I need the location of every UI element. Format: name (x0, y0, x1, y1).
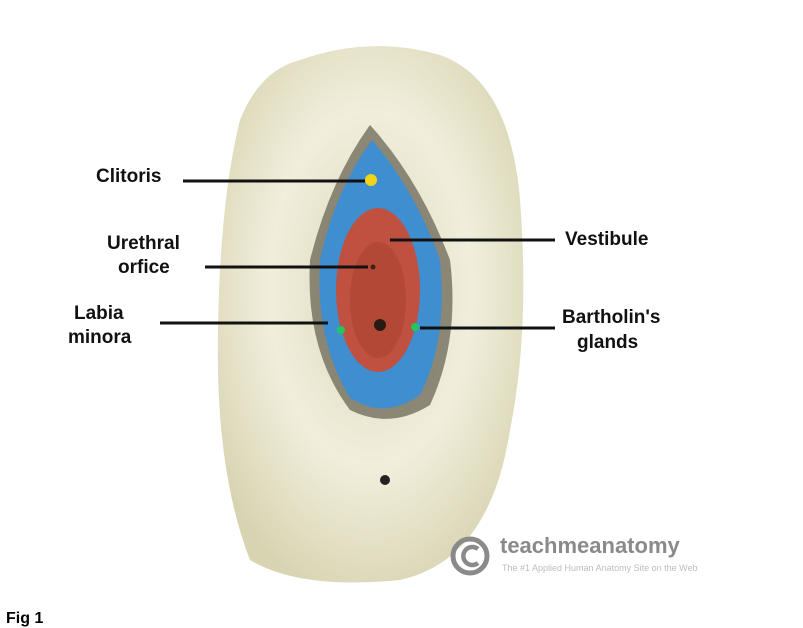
vaginal-opening (374, 319, 386, 331)
label-bartholins-2: glands (577, 332, 639, 353)
vestibule-inner (350, 242, 406, 358)
label-urethral-1: Urethral (107, 233, 180, 254)
watermark-title: teachmeanatomy (500, 533, 680, 558)
label-labia-2: minora (68, 327, 132, 348)
clitoris-mark (365, 174, 377, 186)
label-urethral-2: orfice (118, 257, 170, 278)
watermark-subtitle: The #1 Applied Human Anatomy Site on the… (502, 563, 698, 573)
anus (380, 475, 390, 485)
figure-caption: Fig 1 (6, 610, 44, 627)
label-clitoris: Clitoris (96, 166, 162, 187)
label-labia-1: Labia (74, 303, 124, 324)
copyright-icon (450, 536, 490, 576)
gland-left (337, 326, 345, 334)
urethral-opening (370, 264, 376, 270)
gland-right (411, 323, 419, 331)
label-vestibule: Vestibule (565, 229, 649, 250)
leader-lines (160, 179, 555, 330)
label-bartholins-1: Bartholin's (562, 307, 661, 328)
